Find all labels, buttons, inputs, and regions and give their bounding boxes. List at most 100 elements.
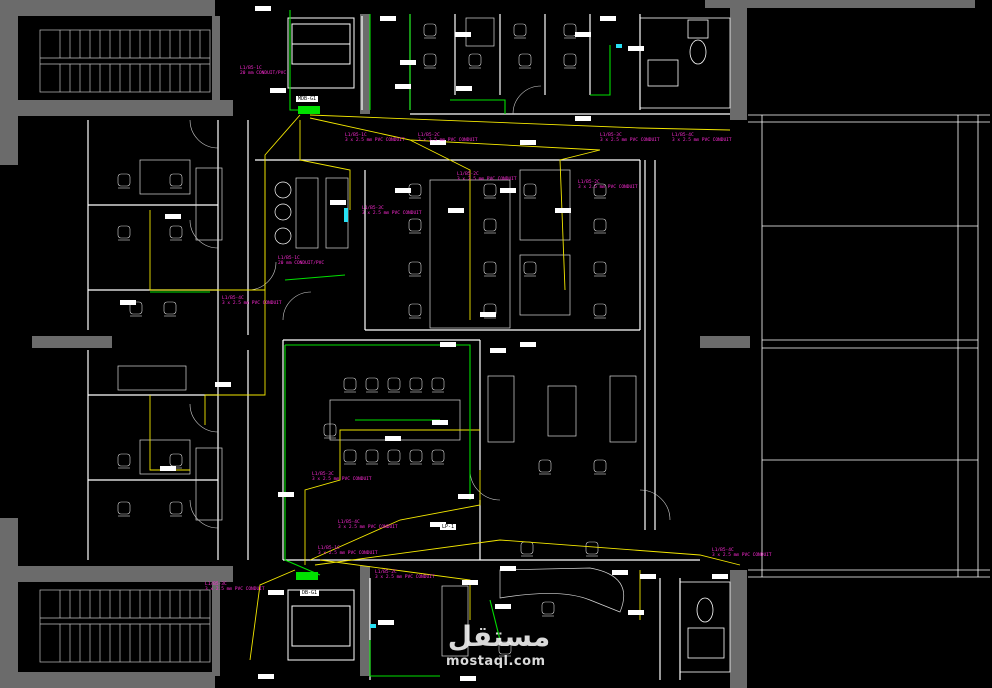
- chair: [409, 377, 423, 393]
- device-tag: [460, 676, 476, 681]
- device-tag: [395, 84, 411, 89]
- equipment-tag: LP-1: [440, 524, 457, 530]
- chair: [387, 449, 401, 465]
- chair: [563, 53, 577, 69]
- device-tag: [520, 140, 536, 145]
- chair: [593, 459, 607, 475]
- circuit-note-8: L1/B5-4C 3 x 2.5 mm PVC CONDUIT: [222, 296, 282, 306]
- device-tag: [480, 312, 496, 317]
- cable-routes-green: [150, 10, 611, 677]
- watermark-url: mostaql.com: [446, 654, 546, 669]
- device-tag: [628, 46, 644, 51]
- chair: [483, 218, 497, 234]
- chair: [409, 449, 423, 465]
- device-tag: [628, 610, 644, 615]
- device-tag: [380, 16, 396, 21]
- device-tag: [120, 300, 136, 305]
- chair: [431, 449, 445, 465]
- chair: [498, 641, 512, 657]
- device-tag: [330, 200, 346, 205]
- watermark-arabic: مستقل: [448, 620, 550, 653]
- chair: [408, 303, 422, 319]
- panel-tag-main: MDB-G1: [296, 96, 319, 102]
- chair: [431, 377, 445, 393]
- chair: [483, 183, 497, 199]
- device-tag: [555, 208, 571, 213]
- device-tag: [640, 574, 656, 579]
- device-tag: [490, 348, 506, 353]
- chair: [538, 459, 552, 475]
- chair: [483, 261, 497, 277]
- chair: [365, 377, 379, 393]
- chair: [513, 23, 527, 39]
- chair: [365, 449, 379, 465]
- device-tag: [456, 86, 472, 91]
- chair: [343, 449, 357, 465]
- mostaql-logo: مستقل: [448, 620, 550, 653]
- chair: [423, 53, 437, 69]
- chair: [518, 53, 532, 69]
- device-tag: [432, 420, 448, 425]
- panel-tag-lower: DB-G1: [300, 590, 320, 596]
- chair: [563, 23, 577, 39]
- device-tag: [575, 116, 591, 121]
- device-tag: [440, 342, 456, 347]
- round-tables: [274, 181, 292, 245]
- circuit-note-16: L1/B5-4C 3 x 2.5 mm PVC CONDUIT: [712, 548, 772, 558]
- circuit-note-9: L1/B5-1C 20 mm CONDUIT/PVC: [278, 256, 325, 266]
- circuit-note-3: L1/B5-3C 3 x 2.5 mm PVC CONDUIT: [600, 133, 660, 143]
- chair: [541, 601, 555, 617]
- device-tag: [448, 208, 464, 213]
- curtain-wall: [748, 114, 990, 578]
- device-tag: [160, 466, 176, 471]
- device-tag: [268, 590, 284, 595]
- chair: [423, 23, 437, 39]
- chair: [523, 183, 537, 199]
- chair: [169, 225, 183, 241]
- panel-db: [296, 572, 318, 580]
- lift-shafts: [287, 17, 355, 661]
- device-tag: [215, 382, 231, 387]
- chair: [163, 301, 177, 317]
- chair-layer: [117, 23, 607, 657]
- chair: [593, 261, 607, 277]
- device-tag: [712, 574, 728, 579]
- circuit-note-15: L1/B5-3C 3 x 2.5 mm PVC CONDUIT: [205, 582, 265, 592]
- panel-mdb: [298, 106, 320, 114]
- electrical-devices: [120, 6, 728, 681]
- device-tag: [278, 492, 294, 497]
- circuit-note-14: L1/B5-2C 3 x 2.5 mm PVC CONDUIT: [375, 570, 435, 580]
- device-tag: [612, 570, 628, 575]
- device-tag: [165, 214, 181, 219]
- toilet-upper: [639, 17, 731, 109]
- chair: [117, 501, 131, 517]
- chair: [323, 423, 337, 439]
- stair-lower: [39, 589, 211, 663]
- device-tag: [520, 342, 536, 347]
- chair: [593, 183, 607, 199]
- circuit-note-4: L1/B5-4C 3 x 2.5 mm PVC CONDUIT: [672, 133, 732, 143]
- device-tag: [378, 620, 394, 625]
- device-tag: [495, 604, 511, 609]
- chair: [408, 261, 422, 277]
- device-tag: [500, 566, 516, 571]
- stair-upper: [39, 29, 211, 93]
- device-tag: [600, 16, 616, 21]
- device-tag: [385, 436, 401, 441]
- device-tag: [255, 6, 271, 11]
- device-tag: [430, 522, 446, 527]
- device-tag: [500, 188, 516, 193]
- device-tag: [400, 60, 416, 65]
- circuit-note-2: L1/B5-2C 3 x 2.5 mm PVC CONDUIT: [418, 133, 478, 143]
- cyan-points: [344, 44, 622, 628]
- device-tag: [575, 32, 591, 37]
- chair: [408, 218, 422, 234]
- device-tag: [395, 188, 411, 193]
- chair: [169, 501, 183, 517]
- chair: [117, 173, 131, 189]
- cable-routes-yellow: [149, 114, 741, 661]
- circuit-note-1: L1/B5-1C 3 x 2.5 mm PVC CONDUIT: [345, 133, 405, 143]
- chair: [387, 377, 401, 393]
